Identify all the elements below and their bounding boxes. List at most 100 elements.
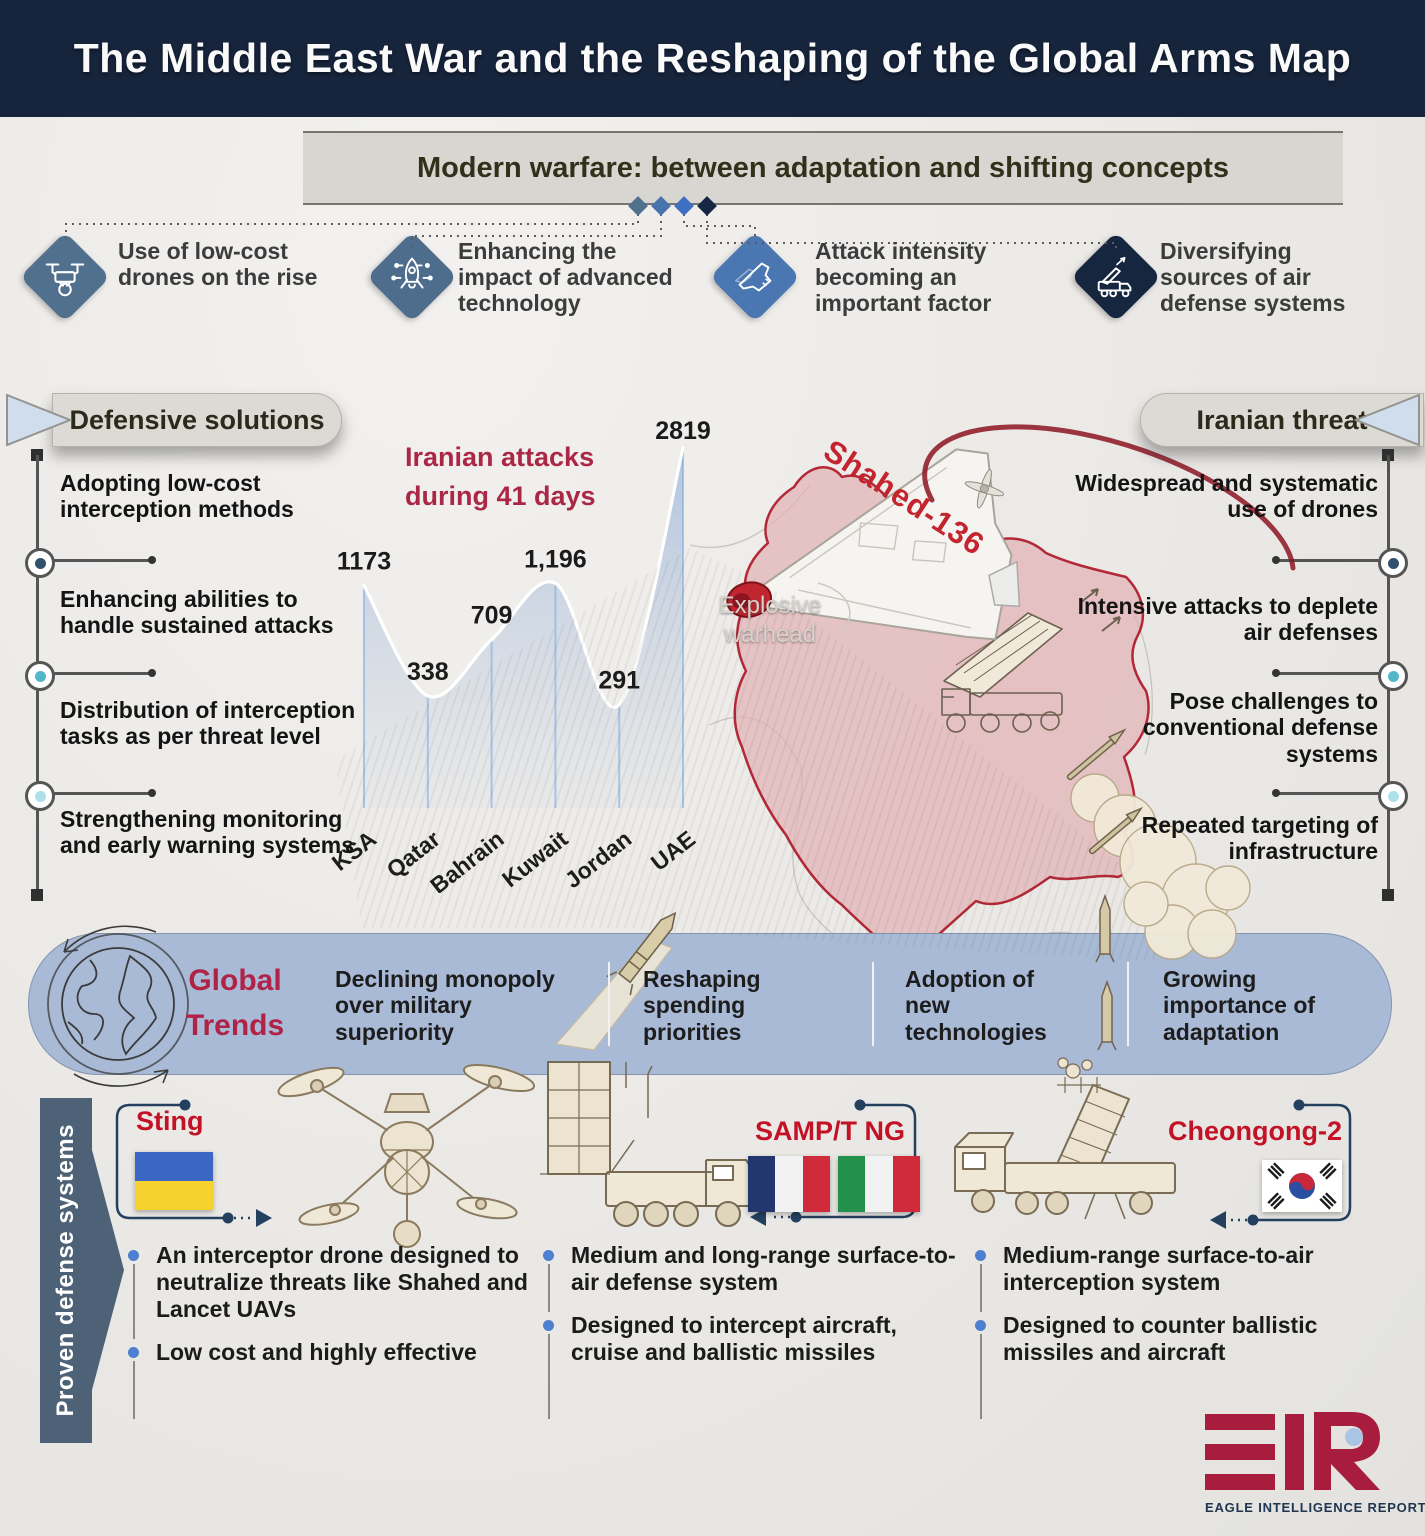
map-launcher-truck-sketch bbox=[941, 588, 1121, 733]
right-connector-3 bbox=[1277, 792, 1389, 795]
system-name-sting: Sting bbox=[136, 1106, 204, 1136]
defensive-item-4: Strengthening monitoring and early warni… bbox=[60, 806, 355, 859]
attack-drone-icon bbox=[735, 262, 772, 292]
svg-text:Jordan: Jordan bbox=[560, 825, 636, 893]
left-rail-bottom-cap bbox=[31, 889, 43, 901]
cheongong-bullet-list: Medium-range surface-to-air interception… bbox=[975, 1242, 1395, 1419]
concept-2-label: Enhancing the impact of advanced technol… bbox=[458, 238, 673, 316]
page-title: The Middle East War and the Reshaping of… bbox=[73, 35, 1352, 81]
threat-item-2: Intensive attacks to deplete air defense… bbox=[1077, 593, 1378, 646]
left-connector-2 bbox=[38, 672, 150, 675]
threat-item-1: Widespread and systematic use of drones bbox=[1075, 470, 1378, 523]
proven-defense-banner: Proven defense systems bbox=[40, 1098, 92, 1443]
system-name-sampt: SAMP/T NG bbox=[754, 1116, 905, 1146]
warhead-nose bbox=[726, 581, 773, 618]
global-trend-4: Growing importance of adaptation bbox=[1163, 966, 1316, 1045]
sampt-bullet-2: Designed to intercept aircraft, cruise a… bbox=[543, 1312, 963, 1419]
title-bar: The Middle East War and the Reshaping of… bbox=[0, 0, 1425, 117]
subtitle-band: Modern warfare: between adaptation and s… bbox=[303, 131, 1343, 205]
concept-1-label: Use of low-cost drones on the rise bbox=[118, 238, 318, 290]
right-connector-dot-1 bbox=[1272, 556, 1280, 564]
svg-text:1,196: 1,196 bbox=[524, 545, 587, 573]
warhead-pointer-line bbox=[817, 582, 851, 636]
explosive-warhead-label: Explosive warhead bbox=[718, 592, 822, 648]
sting-bullet-list: An interceptor drone designed to neutral… bbox=[128, 1242, 528, 1419]
concept-1-diamond bbox=[19, 231, 111, 323]
svg-text:338: 338 bbox=[407, 658, 449, 686]
concept-4-diamond bbox=[1070, 231, 1162, 323]
concept-3-diamond bbox=[709, 231, 801, 323]
concept-4-label: Diversifying sources of air defense syst… bbox=[1160, 238, 1346, 316]
chart-title: Iranian attacks during 41 days bbox=[405, 442, 596, 512]
missile-launcher-icon bbox=[1097, 256, 1132, 298]
svg-text:2819: 2819 bbox=[655, 417, 711, 445]
system-name-cheongong: Cheongong-2 bbox=[1168, 1116, 1342, 1146]
sting-bullet-1: An interceptor drone designed to neutral… bbox=[128, 1242, 528, 1340]
svg-text:Bahrain: Bahrain bbox=[425, 825, 508, 893]
sampt-bullet-1: Medium and long-range surface-to-air def… bbox=[543, 1242, 963, 1313]
left-connector-dot-2 bbox=[148, 669, 156, 677]
logo-i-bar bbox=[1285, 1414, 1304, 1490]
subtitle: Modern warfare: between adaptation and s… bbox=[416, 151, 1230, 184]
sting-bullet-2: Low cost and highly effective bbox=[128, 1339, 528, 1419]
rocket-icon bbox=[391, 257, 433, 289]
left-connector-1 bbox=[38, 559, 150, 562]
iranian-header-arrow-icon bbox=[1353, 393, 1420, 447]
bracket-arrow-left-icon bbox=[1210, 1211, 1226, 1229]
right-connector-dot-2 bbox=[1272, 669, 1280, 677]
threat-item-3: Pose challenges to conventional defense … bbox=[1142, 688, 1378, 767]
defensive-header-arrow-icon bbox=[6, 393, 73, 447]
left-node-1 bbox=[25, 548, 55, 578]
left-connector-dot-1 bbox=[148, 556, 156, 564]
south-korea-flag bbox=[1262, 1160, 1342, 1212]
concept-2-diamond bbox=[366, 231, 458, 323]
right-node-3 bbox=[1378, 781, 1408, 811]
right-node-1 bbox=[1378, 548, 1408, 578]
global-trend-3: Adoption of new technologies bbox=[905, 966, 1047, 1045]
sting-drone-sketch bbox=[277, 1063, 536, 1248]
defensive-item-3: Distribution of interception tasks as pe… bbox=[60, 697, 356, 750]
iranian-threat-title: Iranian threat bbox=[1196, 404, 1368, 435]
right-node-2 bbox=[1378, 661, 1408, 691]
right-connector-1 bbox=[1277, 559, 1389, 562]
concept-3-label: Attack intensity becoming an important f… bbox=[815, 238, 992, 316]
globe-icon bbox=[47, 925, 189, 1087]
sampt-bullet-list: Medium and long-range surface-to-air def… bbox=[543, 1242, 963, 1419]
france-flag bbox=[748, 1156, 830, 1212]
proven-defense-banner-arrow bbox=[92, 1150, 124, 1390]
trend-separator-1 bbox=[608, 962, 610, 1046]
defensive-item-2: Enhancing abilities to handle sustained … bbox=[60, 586, 334, 639]
global-trend-1: Declining monopoly over military superio… bbox=[335, 966, 555, 1045]
svg-text:1173: 1173 bbox=[337, 548, 391, 576]
logo-blue-dot bbox=[1345, 1428, 1363, 1446]
left-node-3 bbox=[25, 781, 55, 811]
cheongong-bullet-2: Designed to counter ballistic missiles a… bbox=[975, 1312, 1395, 1419]
right-rail-bottom-cap bbox=[1382, 889, 1394, 901]
brand-name: EAGLE INTELLIGENCE REPORTS bbox=[1205, 1500, 1425, 1515]
italy-flag bbox=[838, 1156, 920, 1212]
trend-separator-2 bbox=[872, 962, 874, 1046]
proven-defense-banner-label: Proven defense systems bbox=[52, 1124, 79, 1417]
svg-text:291: 291 bbox=[598, 667, 640, 695]
left-node-2 bbox=[25, 661, 55, 691]
logo-e-bars bbox=[1205, 1414, 1275, 1490]
left-connector-3 bbox=[38, 792, 150, 795]
ukraine-flag bbox=[135, 1152, 213, 1210]
svg-text:709: 709 bbox=[471, 601, 513, 629]
eir-logo: EAGLE INTELLIGENCE REPORTS bbox=[1205, 1412, 1425, 1515]
sampt-launcher-sketch bbox=[540, 1061, 757, 1227]
defensive-item-1: Adopting low-cost interception methods bbox=[60, 470, 294, 523]
defensive-solutions-title: Defensive solutions bbox=[69, 404, 325, 435]
right-connector-2 bbox=[1277, 672, 1389, 675]
global-trends-title: Global Trends bbox=[170, 958, 300, 1048]
trend-separator-3 bbox=[1127, 962, 1129, 1046]
defensive-solutions-header: Defensive solutions bbox=[52, 393, 342, 447]
cheongong-launcher-sketch bbox=[954, 1057, 1176, 1220]
logo-r-glyph bbox=[1314, 1412, 1380, 1490]
drone-icon bbox=[45, 263, 85, 297]
global-trends-title-top: Global bbox=[188, 964, 282, 997]
global-trend-2: Reshaping spending priorities bbox=[643, 966, 761, 1045]
right-connector-dot-3 bbox=[1272, 789, 1280, 797]
